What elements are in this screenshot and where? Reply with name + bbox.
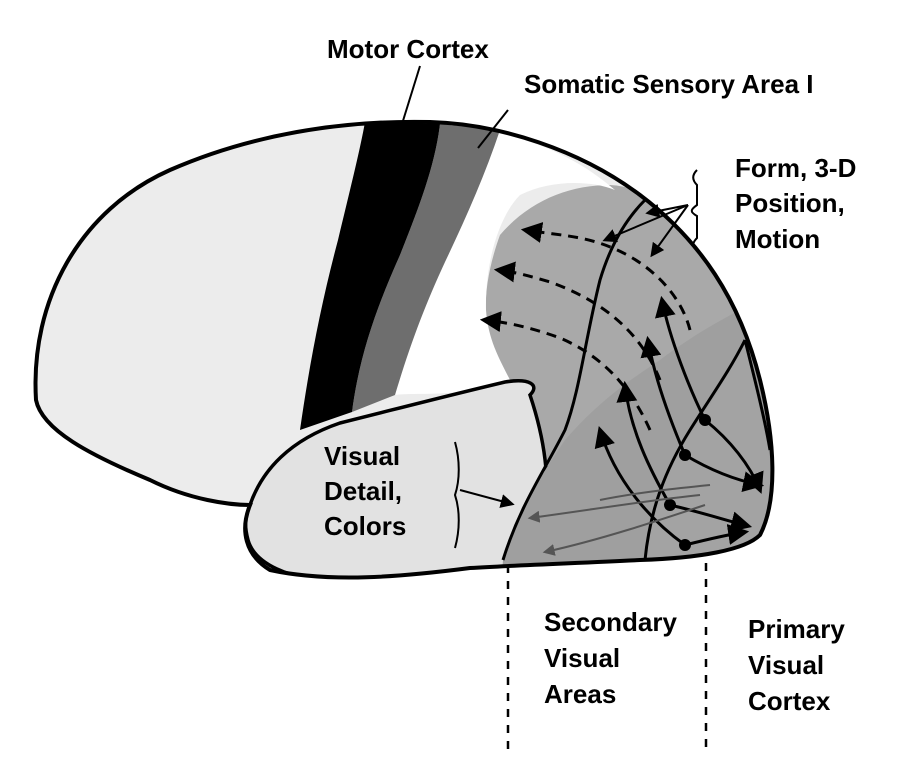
form-leader-bracket	[690, 169, 698, 251]
primary-radiation-arrows	[594, 295, 765, 547]
label-form-line-1: Form, 3-D	[735, 153, 856, 183]
label-motor-cortex: Motor Cortex	[327, 34, 489, 64]
form-leader-line-3	[650, 204, 689, 258]
radiation-arrow-4	[594, 425, 686, 547]
label-primary-line-2: Visual	[748, 650, 824, 680]
label-form-line-2: Position,	[735, 188, 845, 218]
label-primary-line-1: Primary	[748, 614, 845, 644]
radiation-arrow-6	[684, 453, 765, 492]
motor-cortex-leader	[401, 65, 421, 125]
somatic-sensory-leader	[477, 109, 509, 149]
origin-dot-1	[699, 414, 711, 426]
form-leader-line-2	[602, 204, 689, 243]
visual-detail-bracket	[453, 441, 460, 549]
parietal-white-region	[395, 130, 615, 395]
visual-detail-arrow	[459, 489, 515, 508]
brain-outline	[33, 119, 775, 580]
radiation-origin-dots	[664, 414, 711, 551]
labels: Motor Cortex Somatic Sensory Area I Form…	[324, 34, 856, 716]
origin-dot-2	[679, 449, 691, 461]
drop-lines	[506, 563, 708, 755]
label-secondary-line-3: Areas	[544, 679, 616, 709]
label-primary-line-3: Cortex	[748, 686, 831, 716]
radiation-arrow-3	[616, 380, 672, 506]
leader-lines	[401, 65, 698, 549]
label-secondary-line-2: Visual	[544, 643, 620, 673]
streak-3	[599, 484, 711, 501]
somatic-sensory-region	[352, 124, 500, 412]
temporal-streaks	[527, 484, 711, 556]
label-visual-detail-line-1: Visual	[324, 441, 400, 471]
radiation-arrow-2	[640, 335, 687, 456]
streak-2	[542, 504, 706, 556]
label-visual-detail-line-3: Colors	[324, 511, 406, 541]
origin-dot-4	[679, 539, 691, 551]
occipital-notch-line	[743, 339, 772, 451]
radiation-arrow-1	[655, 295, 707, 421]
motor-cortex-region	[300, 122, 440, 430]
label-visual-detail-line-2: Detail,	[324, 476, 402, 506]
form-leader-line	[645, 203, 689, 218]
label-secondary-line-1: Secondary	[544, 607, 677, 637]
label-somatic-sensory: Somatic Sensory Area I	[524, 69, 814, 99]
streak-1	[527, 494, 701, 523]
label-form-line-3: Motion	[735, 224, 820, 254]
origin-dot-3	[664, 499, 676, 511]
